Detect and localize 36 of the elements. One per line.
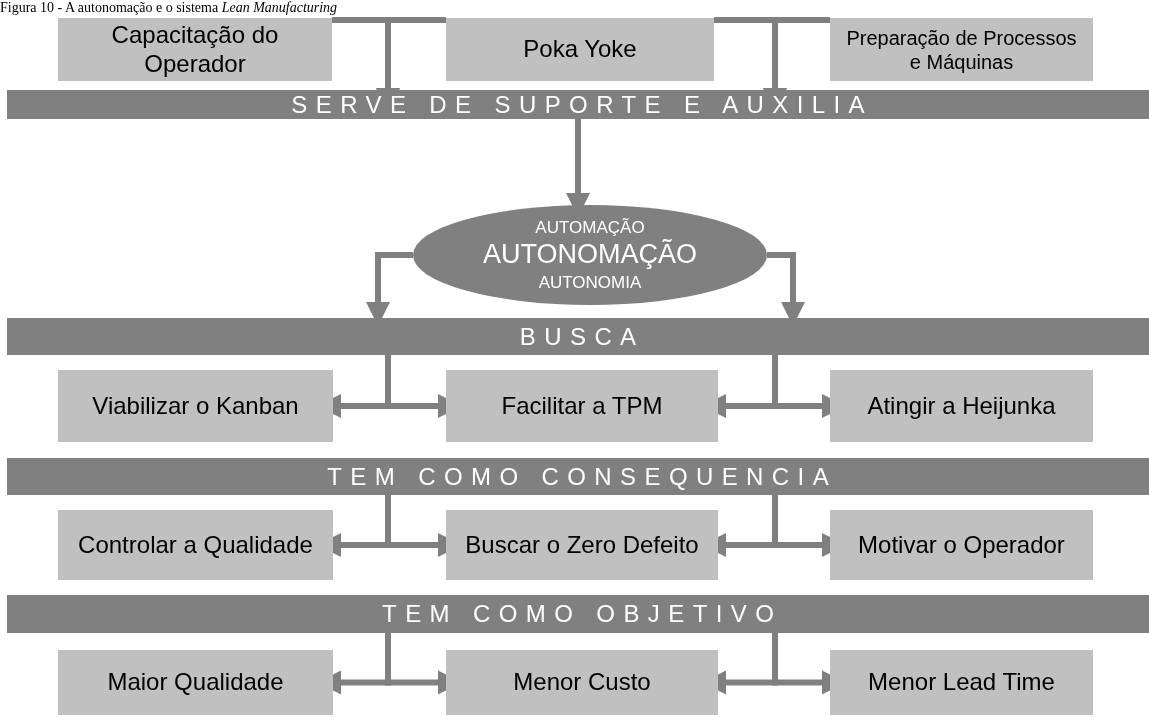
process-box (58, 650, 333, 715)
ellipse-text: AUTONOMIA (538, 271, 642, 294)
box-text: Poka Yoke (523, 35, 637, 64)
box-text: Preparação de Processos e Máquinas (845, 25, 1078, 74)
box-text: Controlar a Qualidade (78, 530, 313, 560)
banner-bar (7, 90, 1149, 119)
process-box (830, 650, 1093, 715)
process-box (830, 370, 1093, 442)
banner-bar (7, 458, 1149, 495)
box-text: Motivar o Operador (858, 530, 1065, 560)
ellipse-text: AUTOMAÇÃO (535, 216, 645, 239)
process-box (58, 510, 333, 580)
banner-text: TEM COMO CONSEQUENCIA (326, 464, 838, 489)
box-text: Buscar o Zero Defeito (465, 530, 699, 560)
banner-bar (7, 318, 1149, 355)
banner-text: BUSCA (518, 324, 645, 349)
ellipse-text: AUTONOMAÇÃO (483, 238, 697, 272)
process-box (446, 650, 718, 715)
banner-bar (7, 595, 1149, 633)
box-text: Viabilizar o Kanban (92, 391, 299, 421)
process-box (58, 18, 332, 81)
process-box (446, 18, 714, 81)
process-box (58, 370, 333, 442)
banner-text: TEM COMO OBJETIVO (381, 602, 783, 626)
box-text: Menor Lead Time (868, 668, 1055, 697)
box-text: Menor Custo (513, 668, 651, 697)
box-text: Maior Qualidade (107, 668, 284, 697)
process-box (446, 510, 718, 580)
figure-title: Figura 10 - A autonomação e o sistema Lean Manufacturing (0, 0, 338, 16)
process-box (830, 510, 1093, 580)
box-text: Atingir a Heijunka (867, 391, 1056, 421)
process-box (446, 370, 718, 442)
box-text: Capacitação do Operador (110, 20, 280, 79)
box-text: Facilitar a TPM (501, 391, 663, 421)
process-box (830, 18, 1093, 81)
banner-text: SERVE DE SUPORTE E AUXILIA (290, 92, 873, 117)
